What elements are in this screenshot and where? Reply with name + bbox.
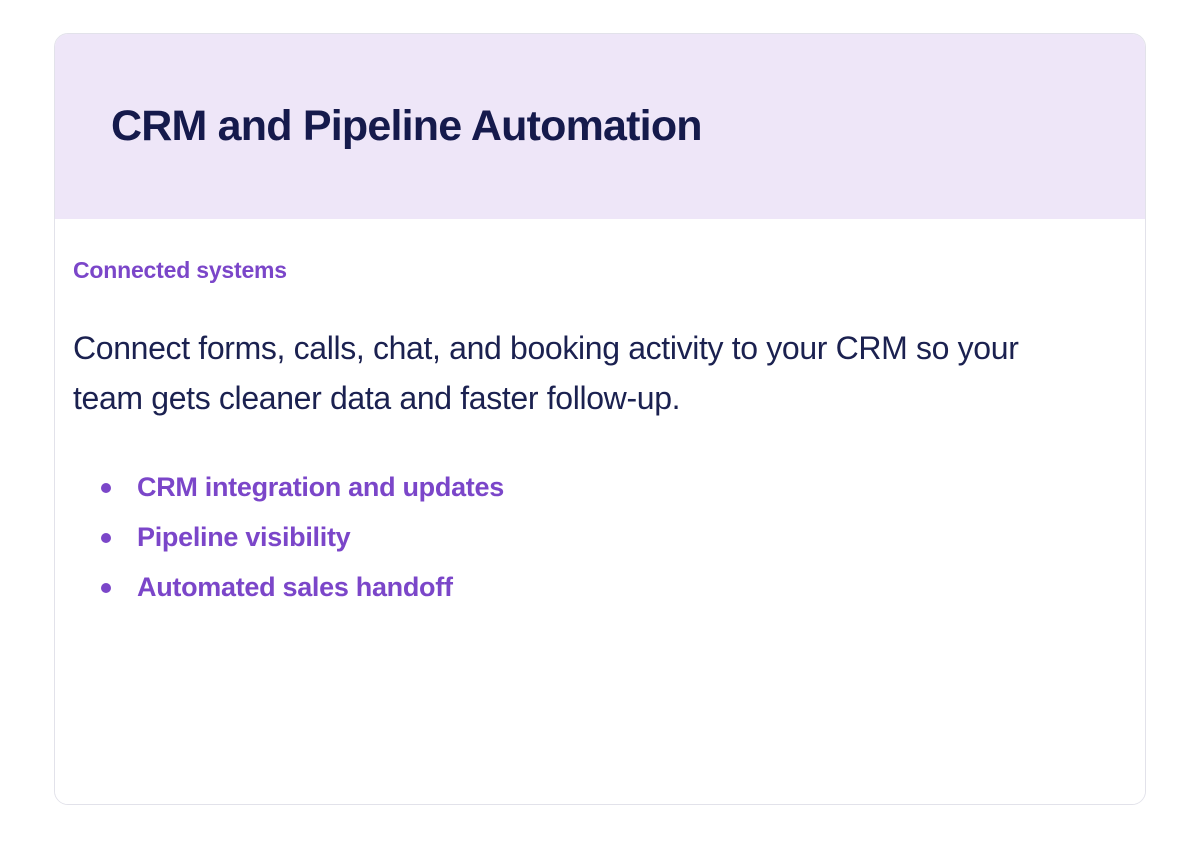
- bullet-dot-icon: [101, 532, 111, 543]
- list-item-label: CRM integration and updates: [137, 471, 504, 502]
- list-item: Automated sales handoff: [73, 568, 1089, 608]
- card-header: CRM and Pipeline Automation: [55, 34, 1145, 219]
- feature-card: CRM and Pipeline Automation Connected sy…: [54, 33, 1146, 805]
- bullet-dot-icon: [101, 482, 111, 493]
- card-title: CRM and Pipeline Automation: [111, 102, 703, 151]
- feature-list: CRM integration and updates Pipeline vis…: [73, 468, 1089, 608]
- list-item: Pipeline visibility: [73, 518, 1089, 558]
- list-item-label: Pipeline visibility: [137, 521, 351, 552]
- card-body: Connected systems Connect forms, calls, …: [55, 219, 1145, 804]
- bullet-dot-icon: [101, 582, 111, 593]
- list-item-label: Automated sales handoff: [137, 571, 453, 602]
- body-paragraph: Connect forms, calls, chat, and booking …: [73, 329, 1019, 417]
- list-item: CRM integration and updates: [73, 468, 1089, 508]
- eyebrow-label: Connected systems: [73, 257, 287, 283]
